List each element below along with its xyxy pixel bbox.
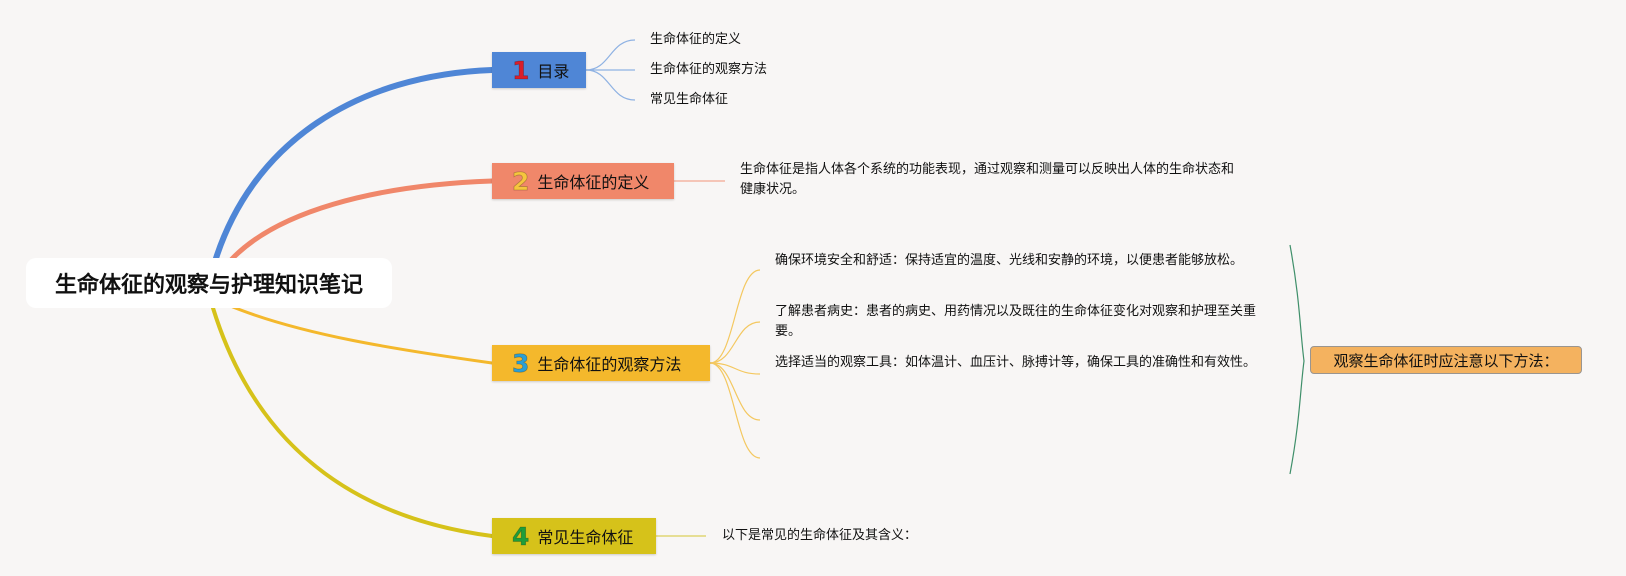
- branch-definition[interactable]: 2 生命体征的定义: [492, 163, 674, 199]
- toc-item-common-signs[interactable]: 常见生命体征: [650, 92, 729, 107]
- branch-table-of-contents[interactable]: 1 目录: [492, 52, 586, 88]
- branch-common-vital-signs[interactable]: 4 常见生命体征: [492, 518, 656, 554]
- link-root-branch-4: [211, 306, 494, 538]
- link-b1-item-1: [585, 39, 636, 71]
- method-item-history[interactable]: 了解患者病史：患者的病史、用药情况以及既往的生命体征变化对观察和护理至关重要。: [775, 304, 1257, 339]
- summary-text: 观察生命体征时应注意以下方法：: [1333, 351, 1559, 370]
- method-item-environment[interactable]: 确保环境安全和舒适：保持适宜的温度、光线和安静的环境，以便患者能够放松。: [775, 253, 1244, 268]
- common-signs-text[interactable]: 以下是常见的生命体征及其含义：: [722, 528, 918, 543]
- link-b3-item-1: [709, 269, 761, 364]
- link-b3-item-5: [709, 362, 761, 459]
- summary-brace: [1289, 244, 1305, 475]
- branch-label: 生命体征的观察方法: [537, 355, 682, 374]
- link-root-branch-1: [210, 67, 495, 271]
- link-root-branch-3: [226, 303, 494, 365]
- branch-label: 生命体征的定义: [537, 173, 650, 192]
- definition-text[interactable]: 生命体征是指人体各个系统的功能表现，通过观察和测量可以反映出人体的生命状态和健康…: [740, 162, 1235, 197]
- methods-summary-callout[interactable]: 观察生命体征时应注意以下方法：: [1310, 346, 1582, 374]
- toc-item-methods[interactable]: 生命体征的观察方法: [650, 62, 768, 77]
- branch-number-3: 3: [512, 348, 530, 378]
- branch-observation-methods[interactable]: 3 生命体征的观察方法: [492, 345, 710, 381]
- link-b1-item-3: [585, 69, 636, 101]
- method-item-tools[interactable]: 选择适当的观察工具：如体温计、血压计、脉搏计等，确保工具的准确性和有效性。: [775, 355, 1257, 370]
- link-b3-item-2: [709, 321, 761, 364]
- branch-number-2: 2: [512, 166, 530, 196]
- branch-label: 常见生命体征: [537, 528, 634, 547]
- branch-label: 目录: [537, 62, 570, 81]
- link-root-branch-2: [221, 178, 495, 271]
- branch-number-4: 4: [512, 521, 530, 551]
- link-b3-item-3: [709, 362, 761, 375]
- root-title: 生命体征的观察与护理知识笔记: [54, 273, 363, 298]
- root-topic[interactable]: 生命体征的观察与护理知识笔记: [26, 258, 392, 308]
- link-b3-item-4: [709, 362, 761, 421]
- branch-number-1: 1: [512, 55, 530, 85]
- toc-item-definition[interactable]: 生命体征的定义: [650, 32, 742, 47]
